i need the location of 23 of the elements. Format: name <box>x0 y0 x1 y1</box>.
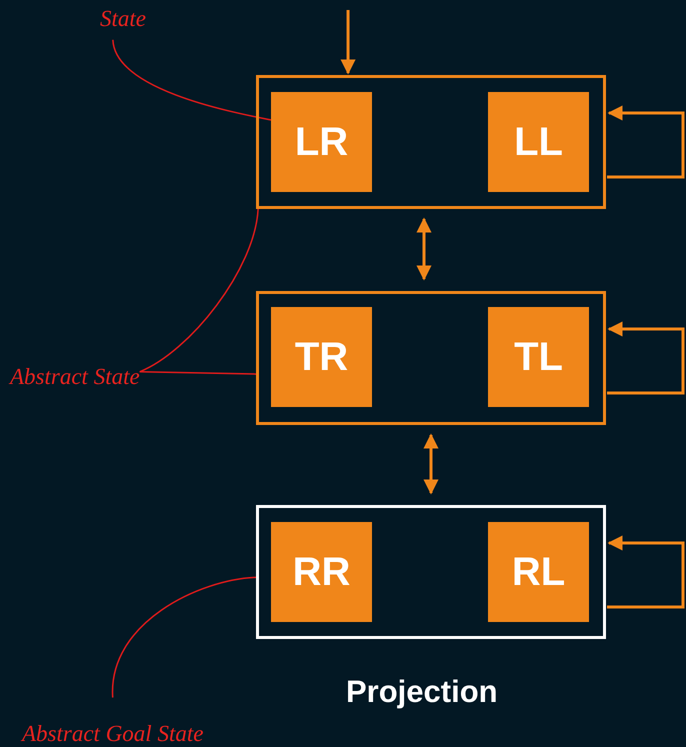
leader-line <box>112 576 256 698</box>
annotation-text: Abstract Goal State <box>22 721 204 747</box>
arrow <box>340 10 356 74</box>
arrow <box>607 106 684 178</box>
leader-line <box>112 40 272 121</box>
group-box <box>256 75 606 209</box>
state-tile: RL <box>488 522 589 622</box>
leader-line <box>139 208 259 372</box>
group-box <box>256 505 606 639</box>
arrow <box>424 434 438 494</box>
annotation-text: State <box>100 6 146 32</box>
arrow <box>607 536 684 608</box>
state-tile: LR <box>271 92 372 192</box>
arrow <box>607 322 684 394</box>
leader-line <box>140 371 256 375</box>
state-tile: TL <box>488 307 589 407</box>
caption-text: Projection <box>346 674 498 710</box>
state-tile: LL <box>488 92 589 192</box>
annotation-text: Abstract State <box>10 364 140 390</box>
arrow <box>416 218 432 280</box>
state-tile: RR <box>271 522 372 622</box>
state-tile: TR <box>271 307 372 407</box>
group-box <box>256 291 606 425</box>
